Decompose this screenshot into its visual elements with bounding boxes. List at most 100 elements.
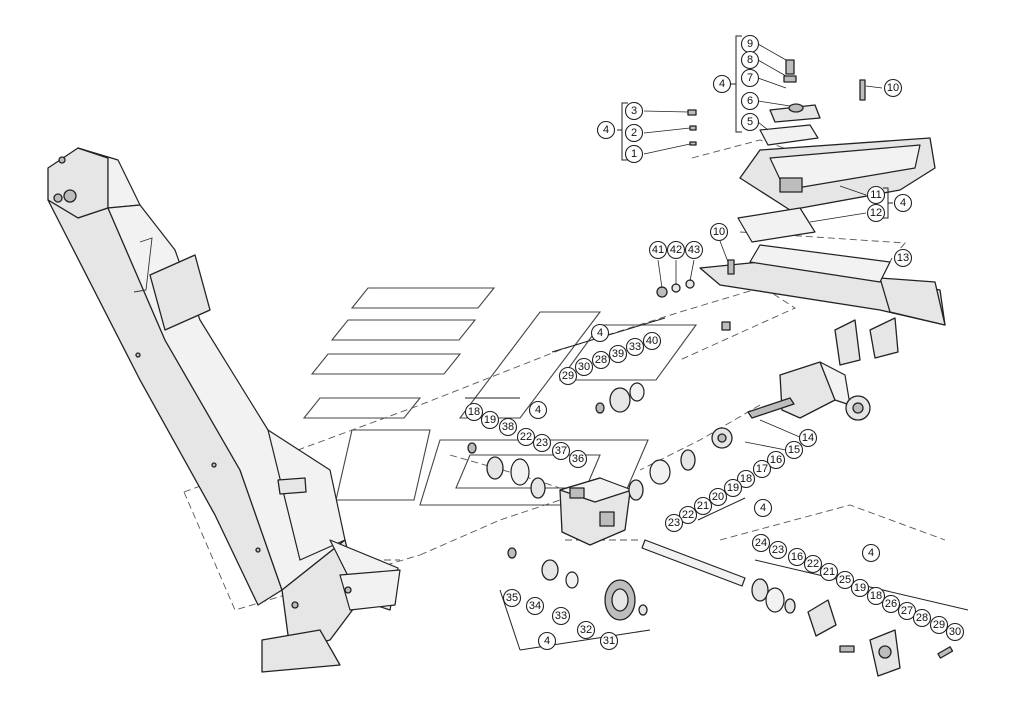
callout-circle [502,588,522,608]
callout-label: 1 [631,148,637,160]
callout-circle [516,427,536,447]
callout-circle [664,513,684,533]
callout-label: 24 [755,537,767,549]
callout-circle [684,240,704,260]
callout-c25: 25 [835,570,855,590]
callout-label: 25 [839,574,851,586]
callout-label: 21 [697,500,709,512]
callout-label: 35 [506,592,518,604]
callout-circle [784,440,804,460]
callout-c4c: 4 [893,193,913,213]
callout-circle [929,615,949,635]
callout-label: 18 [870,590,882,602]
callout-label: 28 [595,354,607,366]
callout-label: 4 [597,327,603,339]
callout-circle [576,620,596,640]
callout-c43: 43 [684,240,704,260]
callout-circle [819,562,839,582]
callout-c13: 13 [893,248,913,268]
callout-c32: 32 [576,620,596,640]
callout-c26: 26 [881,594,901,614]
callout-c4f: 4 [753,498,773,518]
callout-label: 27 [901,605,913,617]
callout-label: 15 [788,444,800,456]
callout-c18c: 18 [866,586,886,606]
callout-c18b: 18 [736,469,756,489]
callout-label: 22 [682,509,694,521]
callout-c23c: 23 [768,540,788,560]
callout-c38: 38 [498,417,518,437]
callout-circle [642,331,662,351]
callout-circle [551,606,571,626]
callout-label: 8 [747,54,753,66]
elevator-housing [47,147,401,673]
callout-label: 42 [670,244,682,256]
callout-label: 43 [688,244,700,256]
callout-label: 3 [631,105,637,117]
callout-label: 41 [652,244,664,256]
callout-circle [803,554,823,574]
callout-c21b: 21 [819,562,839,582]
callout-circle [897,601,917,621]
callout-label: 4 [868,547,874,559]
callout-c34: 34 [525,596,545,616]
callout-circle [525,596,545,616]
callout-label: 5 [747,116,753,128]
callout-c9: 9 [740,34,760,54]
callout-label: 37 [555,445,567,457]
callout-circle [480,410,500,430]
callout-label: 40 [646,335,658,347]
callout-circle [708,487,728,507]
callout-c19a: 19 [480,410,500,430]
callout-c10a: 10 [883,78,903,98]
callout-circle [893,248,913,268]
callout-c28b: 28 [912,608,932,628]
callout-circle [678,505,698,525]
callout-label: 19 [484,414,496,426]
callout-label: 9 [747,38,753,50]
callout-circle [740,50,760,70]
callout-c23a: 23 [532,433,552,453]
callout-circle [866,203,886,223]
callout-label: 10 [713,226,725,238]
callout-c23b: 23 [664,513,684,533]
callout-circle [624,123,644,143]
callout-c7: 7 [740,68,760,88]
callout-c4g: 4 [861,543,881,563]
callout-circle [866,185,886,205]
callout-label: 34 [529,600,541,612]
callout-label: 22 [807,558,819,570]
callout-label: 17 [756,463,768,475]
callout-c10b: 10 [709,222,729,242]
callout-label: 19 [854,582,866,594]
callout-circle [464,402,484,422]
callout-label: 14 [802,432,814,444]
callout-c27: 27 [897,601,917,621]
callout-circle [498,417,518,437]
callout-c4a: 4 [712,74,732,94]
callout-c2: 2 [624,123,644,143]
callout-c22c: 22 [803,554,823,574]
callout-c37: 37 [551,441,571,461]
callout-circle [835,570,855,590]
callout-circle [751,533,771,553]
callout-c8: 8 [740,50,760,70]
callout-c39: 39 [608,344,628,364]
callout-c4e: 4 [528,400,548,420]
callout-c15: 15 [784,440,804,460]
callout-circle [883,78,903,98]
callout-c24: 24 [751,533,771,553]
callout-c41: 41 [648,240,668,260]
callout-c30b: 30 [945,622,965,642]
callout-c12: 12 [866,203,886,223]
callout-circle [624,144,644,164]
callout-c4d: 4 [590,323,610,343]
callout-c22b: 22 [678,505,698,525]
callout-c28a: 28 [591,350,611,370]
callout-label: 30 [949,626,961,638]
callout-circle [945,622,965,642]
callout-label: 20 [712,491,724,503]
callout-circle [740,91,760,111]
callout-label: 11 [870,189,881,201]
